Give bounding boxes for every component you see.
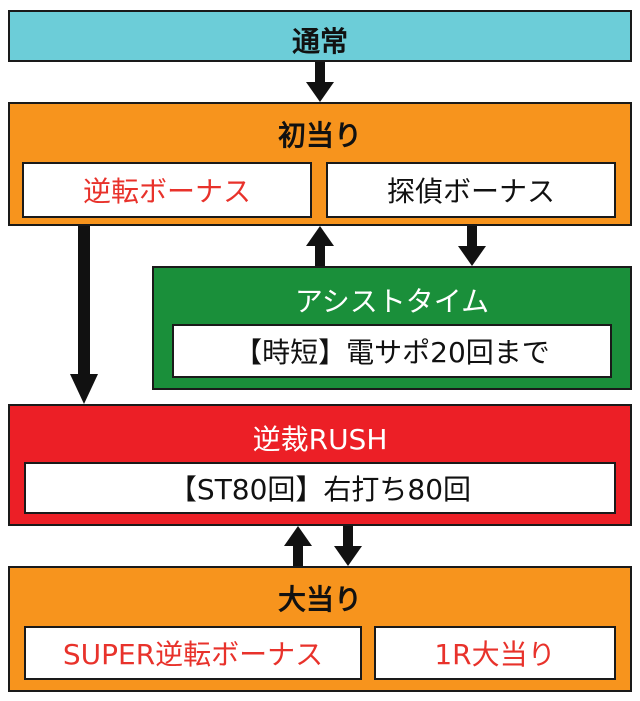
reversal-bonus-box: 逆転ボーナス bbox=[22, 162, 312, 218]
one-round-big-hit-box: 1R大当り bbox=[374, 626, 616, 680]
arrow-rush-to-big-hit bbox=[334, 526, 362, 566]
assist-time-detail: 【時短】電サポ20回まで bbox=[172, 324, 612, 378]
rush-box: 逆裁RUSH 【ST80回】右打ち80回 bbox=[8, 404, 632, 526]
arrow-first-hit-to-rush bbox=[70, 226, 98, 404]
rush-detail: 【ST80回】右打ち80回 bbox=[24, 462, 616, 514]
first-hit-box: 初当り 逆転ボーナス 探偵ボーナス bbox=[8, 102, 632, 226]
assist-time-title: アシストタイム bbox=[294, 285, 490, 318]
super-reversal-bonus-box: SUPER逆転ボーナス bbox=[24, 626, 362, 680]
assist-time-box: アシストタイム 【時短】電サポ20回まで bbox=[152, 266, 632, 390]
rush-title: 逆裁RUSH bbox=[252, 423, 388, 456]
arrow-big-hit-to-rush bbox=[284, 526, 312, 566]
normal-state-title: 通常 bbox=[291, 25, 348, 58]
arrow-detective-bonus-to-assist bbox=[458, 226, 486, 266]
big-hit-box: 大当り SUPER逆転ボーナス 1R大当り bbox=[8, 566, 632, 692]
normal-state-box: 通常 bbox=[8, 10, 632, 62]
first-hit-title: 初当り bbox=[277, 119, 362, 152]
arrow-normal-to-first-hit bbox=[306, 62, 334, 102]
detective-bonus-box: 探偵ボーナス bbox=[326, 162, 616, 218]
big-hit-title: 大当り bbox=[277, 583, 362, 616]
arrow-assist-to-detective-bonus bbox=[306, 226, 334, 266]
